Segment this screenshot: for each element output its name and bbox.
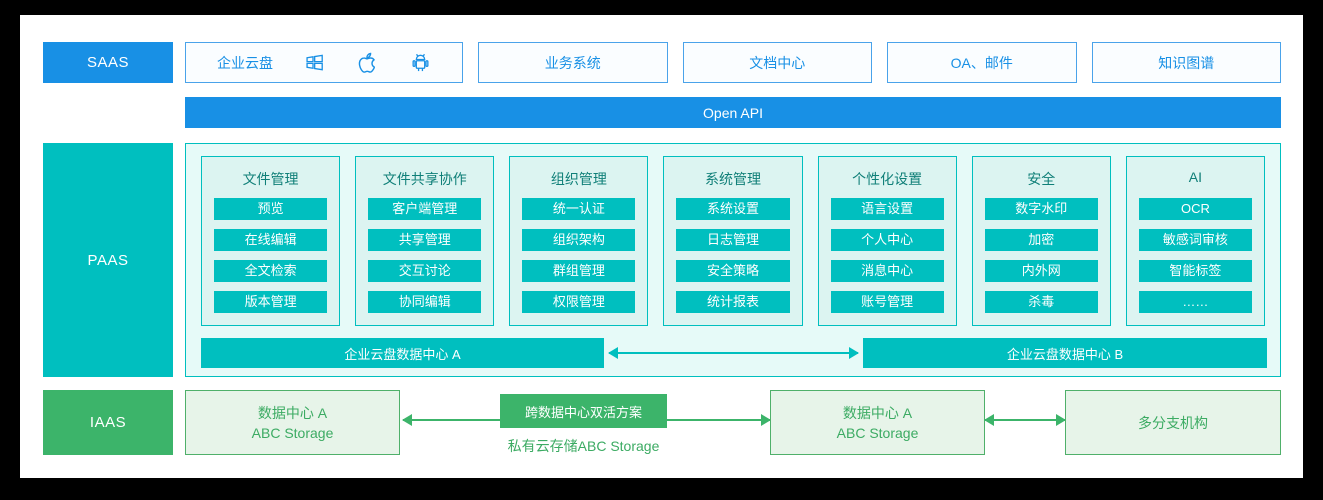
datacenter-b-bar: 企业云盘数据中心 B [863,338,1267,368]
branch-sync-arrow [984,414,1066,426]
app-box-oa-mail: OA、邮件 [887,42,1077,83]
app-box-document-center: 文档中心 [682,42,872,83]
module-ai: AI OCR 敏感词审核 智能标签 …… [1125,156,1265,326]
module-personalization: 个性化设置 语言设置 个人中心 消息中心 账号管理 [817,156,957,326]
private-cloud-caption: 私有云存储ABC Storage [507,438,660,454]
android-icon [410,51,431,74]
node-line1: 多分支机构 [1138,414,1208,431]
module-organization: 组织管理 统一认证 组织架构 群组管理 权限管理 [509,156,649,326]
node-line2: ABC Storage [836,424,919,441]
module-title: 个性化设置 [852,171,923,187]
module-item: 智能标签 [1138,260,1252,282]
cloud-drive-label: 企业云盘 [217,54,273,71]
node-line1: 数据中心 A [842,404,913,421]
apple-icon [356,51,379,74]
module-item: 杀毒 [984,291,1098,313]
module-item: 全文检索 [214,260,328,282]
module-system: 系统管理 系统设置 日志管理 安全策略 统计报表 [663,156,803,326]
module-item: 数字水印 [984,198,1098,220]
layer-label-saas: SAAS [43,42,173,83]
module-security: 安全 数字水印 加密 内外网 杀毒 [971,156,1111,326]
module-item: 账号管理 [830,291,944,313]
module-title: AI [1188,169,1203,185]
node-line2: ABC Storage [251,424,334,441]
module-title: 文件管理 [242,171,299,187]
open-api-bar: Open API [185,97,1281,128]
module-item: …… [1138,291,1252,313]
diagram-page: SAAS PAAS IAAS 企业云盘 [20,15,1303,478]
module-item: 客户端管理 [368,198,482,220]
layer-label-iaas: IAAS [43,390,173,455]
saas-apps-row: 企业云盘 [185,42,1281,83]
module-item: 在线编辑 [214,229,328,251]
module-item: 内外网 [984,260,1098,282]
module-title: 组织管理 [550,171,607,187]
datacenter-a-bar: 企业云盘数据中心 A [201,338,604,368]
module-file-management: 文件管理 预览 在线编辑 全文检索 版本管理 [201,156,341,326]
module-item: 个人中心 [830,229,944,251]
module-item: 共享管理 [368,229,482,251]
module-item: 预览 [214,198,328,220]
module-item: 语言设置 [830,198,944,220]
module-title: 安全 [1027,171,1056,187]
solution-arrow-left [402,414,500,426]
cross-datacenter-solution-box: 跨数据中心双活方案 [500,394,667,428]
module-title: 系统管理 [704,171,761,187]
module-item: 日志管理 [676,229,790,251]
paas-modules-row: 文件管理 预览 在线编辑 全文检索 版本管理 文件共享协作 客户端管理 共享管理… [201,156,1265,326]
iaas-node-datacenter-a: 数据中心 A ABC Storage [185,390,400,455]
module-item: 群组管理 [522,260,636,282]
module-item: 统计报表 [676,291,790,313]
app-box-business-system: 业务系统 [478,42,668,83]
app-box-cloud-drive: 企业云盘 [185,42,463,83]
module-file-sharing: 文件共享协作 客户端管理 共享管理 交互讨论 协同编辑 [355,156,495,326]
module-item: 消息中心 [830,260,944,282]
module-item: 协同编辑 [368,291,482,313]
module-item: 权限管理 [522,291,636,313]
module-item: 组织架构 [522,229,636,251]
solution-arrow-right [667,414,771,426]
module-item: 系统设置 [676,198,790,220]
module-item: 加密 [984,229,1098,251]
module-item: 版本管理 [214,291,328,313]
windows-icon [304,52,325,73]
iaas-node-branches: 多分支机构 [1065,390,1281,455]
module-title: 文件共享协作 [382,171,467,187]
node-line1: 数据中心 A [257,404,328,421]
module-item: 交互讨论 [368,260,482,282]
paas-container: 文件管理 预览 在线编辑 全文检索 版本管理 文件共享协作 客户端管理 共享管理… [185,143,1281,377]
module-item: 安全策略 [676,260,790,282]
app-box-knowledge-graph: 知识图谱 [1091,42,1281,83]
datacenter-sync-arrow [608,347,859,359]
iaas-node-datacenter-b: 数据中心 A ABC Storage [770,390,985,455]
layer-label-paas: PAAS [43,143,173,377]
module-item: 敏感词审核 [1138,229,1252,251]
module-item: OCR [1138,198,1252,220]
module-item: 统一认证 [522,198,636,220]
